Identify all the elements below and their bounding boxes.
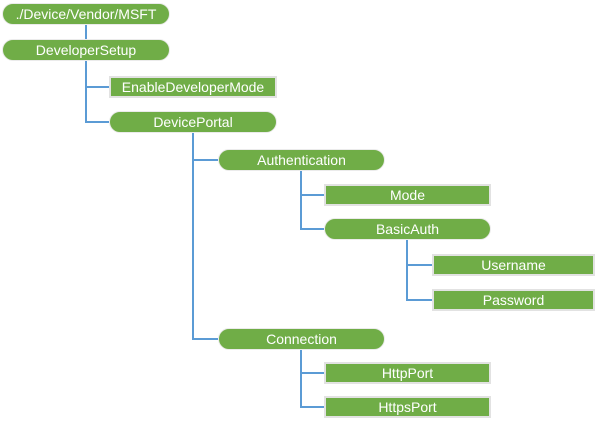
connector [300, 171, 302, 230]
connector [192, 133, 194, 340]
connector [300, 228, 324, 230]
node-http-port: HttpPort [324, 362, 491, 384]
connector [85, 121, 109, 123]
connector [85, 61, 87, 123]
node-connection: Connection [218, 328, 385, 350]
connector [406, 264, 432, 266]
connector [85, 86, 109, 88]
connector [406, 299, 432, 301]
node-mode: Mode [324, 184, 491, 206]
connector [300, 194, 324, 196]
node-device-portal: DevicePortal [109, 111, 277, 133]
connector [406, 240, 408, 301]
connector [300, 350, 302, 408]
connector [300, 406, 324, 408]
node-password: Password [432, 289, 595, 311]
node-developer-setup: DeveloperSetup [2, 39, 170, 61]
node-authentication: Authentication [218, 149, 385, 171]
node-https-port: HttpsPort [324, 396, 491, 418]
node-enable-developer-mode: EnableDeveloperMode [109, 76, 277, 98]
node-basic-auth: BasicAuth [324, 218, 491, 240]
connector [192, 159, 218, 161]
connector [300, 372, 324, 374]
node-device-vendor-msft: ./Device/Vendor/MSFT [2, 3, 170, 25]
connector [85, 25, 87, 39]
connector [192, 338, 218, 340]
node-username: Username [432, 254, 595, 276]
